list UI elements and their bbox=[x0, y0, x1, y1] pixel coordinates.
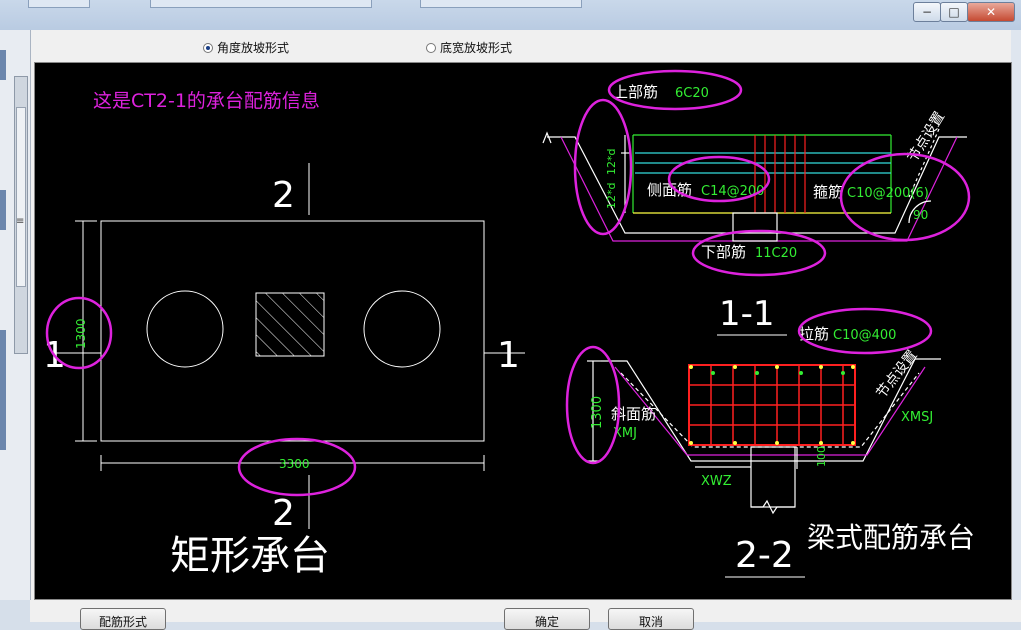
top-bar-label: 上部筋 bbox=[613, 83, 658, 101]
highlight-ellipse bbox=[667, 155, 771, 203]
tie-value: C10@400 bbox=[833, 328, 896, 343]
stirrup-value: C10@200(6) bbox=[847, 186, 929, 201]
close-button[interactable]: ✕ bbox=[967, 2, 1015, 22]
drawing-heading: 这是CT2-1的承台配筋信息 bbox=[93, 90, 320, 112]
section-1-1-title: 1-1 bbox=[719, 294, 775, 334]
radio-width-slope[interactable]: 底宽放坡形式 bbox=[426, 39, 512, 56]
panel-tab[interactable] bbox=[0, 50, 6, 80]
background-window-edge bbox=[420, 0, 582, 8]
cap-outline bbox=[100, 220, 485, 442]
highlight-ellipse bbox=[797, 307, 933, 355]
background-panel: ≡ bbox=[0, 30, 31, 600]
xmj-label: XMJ bbox=[613, 426, 637, 441]
radio-label: 角度放坡形式 bbox=[217, 41, 290, 55]
highlight-ellipse bbox=[45, 296, 113, 370]
section-mark-right: 1 bbox=[497, 335, 520, 376]
dialog-footer: 配筋形式 确定 取消 bbox=[30, 600, 1021, 630]
xmsj-label: XMSJ bbox=[901, 410, 933, 425]
radio-label: 底宽放坡形式 bbox=[440, 41, 513, 55]
background-window-edge bbox=[28, 0, 90, 8]
pile-right bbox=[363, 290, 441, 368]
width-dim-text: 3300 bbox=[279, 457, 310, 471]
bottom-bar-value: 11C20 bbox=[755, 246, 797, 261]
ok-button[interactable]: 确定 bbox=[504, 608, 590, 630]
section-2-2-title: 2-2 bbox=[735, 535, 794, 576]
radio-angle-slope[interactable]: 角度放坡形式 bbox=[203, 39, 289, 56]
xwz-label: XWZ bbox=[701, 474, 732, 489]
pile-left bbox=[146, 290, 224, 368]
section-mark-bottom: 2 bbox=[272, 493, 295, 534]
highlight-ellipse bbox=[565, 345, 621, 465]
stirrup-label: 箍筋 bbox=[813, 183, 843, 201]
close-icon: ✕ bbox=[985, 5, 997, 19]
angle-text: 90 bbox=[913, 208, 928, 222]
column-hatched bbox=[255, 292, 325, 357]
drawing-canvas[interactable]: 这是CT2-1的承台配筋信息 2 2 1 1 1300 3300 矩形承台 bbox=[34, 62, 1012, 600]
beam-cap-caption: 梁式配筋承台 bbox=[807, 521, 975, 554]
bottom-bar-label: 下部筋 bbox=[701, 243, 746, 261]
maximize-icon: □ bbox=[948, 5, 960, 19]
background-window-edge bbox=[150, 0, 372, 8]
slope-bar-label: 斜面筋 bbox=[611, 405, 656, 423]
section-mark-top: 2 bbox=[272, 175, 295, 216]
section-1-1 bbox=[542, 128, 967, 242]
rect-cap-caption: 矩形承台 bbox=[170, 533, 330, 579]
window-title-bar: − □ ✕ bbox=[0, 0, 1021, 30]
top-bar-value: 6C20 bbox=[675, 86, 709, 101]
dim-100-text: 100 bbox=[815, 446, 828, 467]
cancel-button[interactable]: 取消 bbox=[608, 608, 694, 630]
vertical-scrollbar[interactable] bbox=[14, 76, 28, 354]
grip-icon: ≡ bbox=[16, 216, 25, 227]
highlight-ellipse bbox=[839, 152, 971, 242]
tie-label: 拉筋 bbox=[799, 325, 829, 343]
window-controls: − □ ✕ bbox=[913, 2, 1015, 22]
panel-tab[interactable] bbox=[0, 190, 6, 230]
side-height-text: 12*d bbox=[605, 183, 618, 209]
highlight-ellipse bbox=[607, 69, 743, 111]
panel-tab[interactable] bbox=[0, 330, 6, 450]
section-2-2 bbox=[587, 358, 941, 515]
right-border bbox=[1011, 30, 1021, 600]
rebar-form-button[interactable]: 配筋形式 bbox=[80, 608, 166, 630]
minimize-button[interactable]: − bbox=[913, 2, 941, 22]
radio-selected-icon bbox=[203, 42, 213, 53]
side-height-text-2: 12*d bbox=[605, 149, 618, 175]
highlight-ellipse bbox=[691, 229, 827, 277]
height-dim-text: 1300 bbox=[74, 318, 88, 349]
height-dim-text-2: 1300 bbox=[590, 396, 605, 429]
radio-unselected-icon bbox=[426, 42, 436, 53]
scrollbar-thumb[interactable] bbox=[16, 107, 26, 287]
slope-form-radio-group: 角度放坡形式 底宽放坡形式 bbox=[31, 30, 1011, 60]
side-bar-value: C14@200 bbox=[701, 184, 764, 199]
maximize-button[interactable]: □ bbox=[940, 2, 968, 22]
highlight-ellipse bbox=[573, 98, 633, 236]
highlight-ellipse bbox=[237, 437, 357, 497]
rect-cap-plan bbox=[55, 163, 525, 529]
minimize-icon: − bbox=[921, 5, 933, 19]
